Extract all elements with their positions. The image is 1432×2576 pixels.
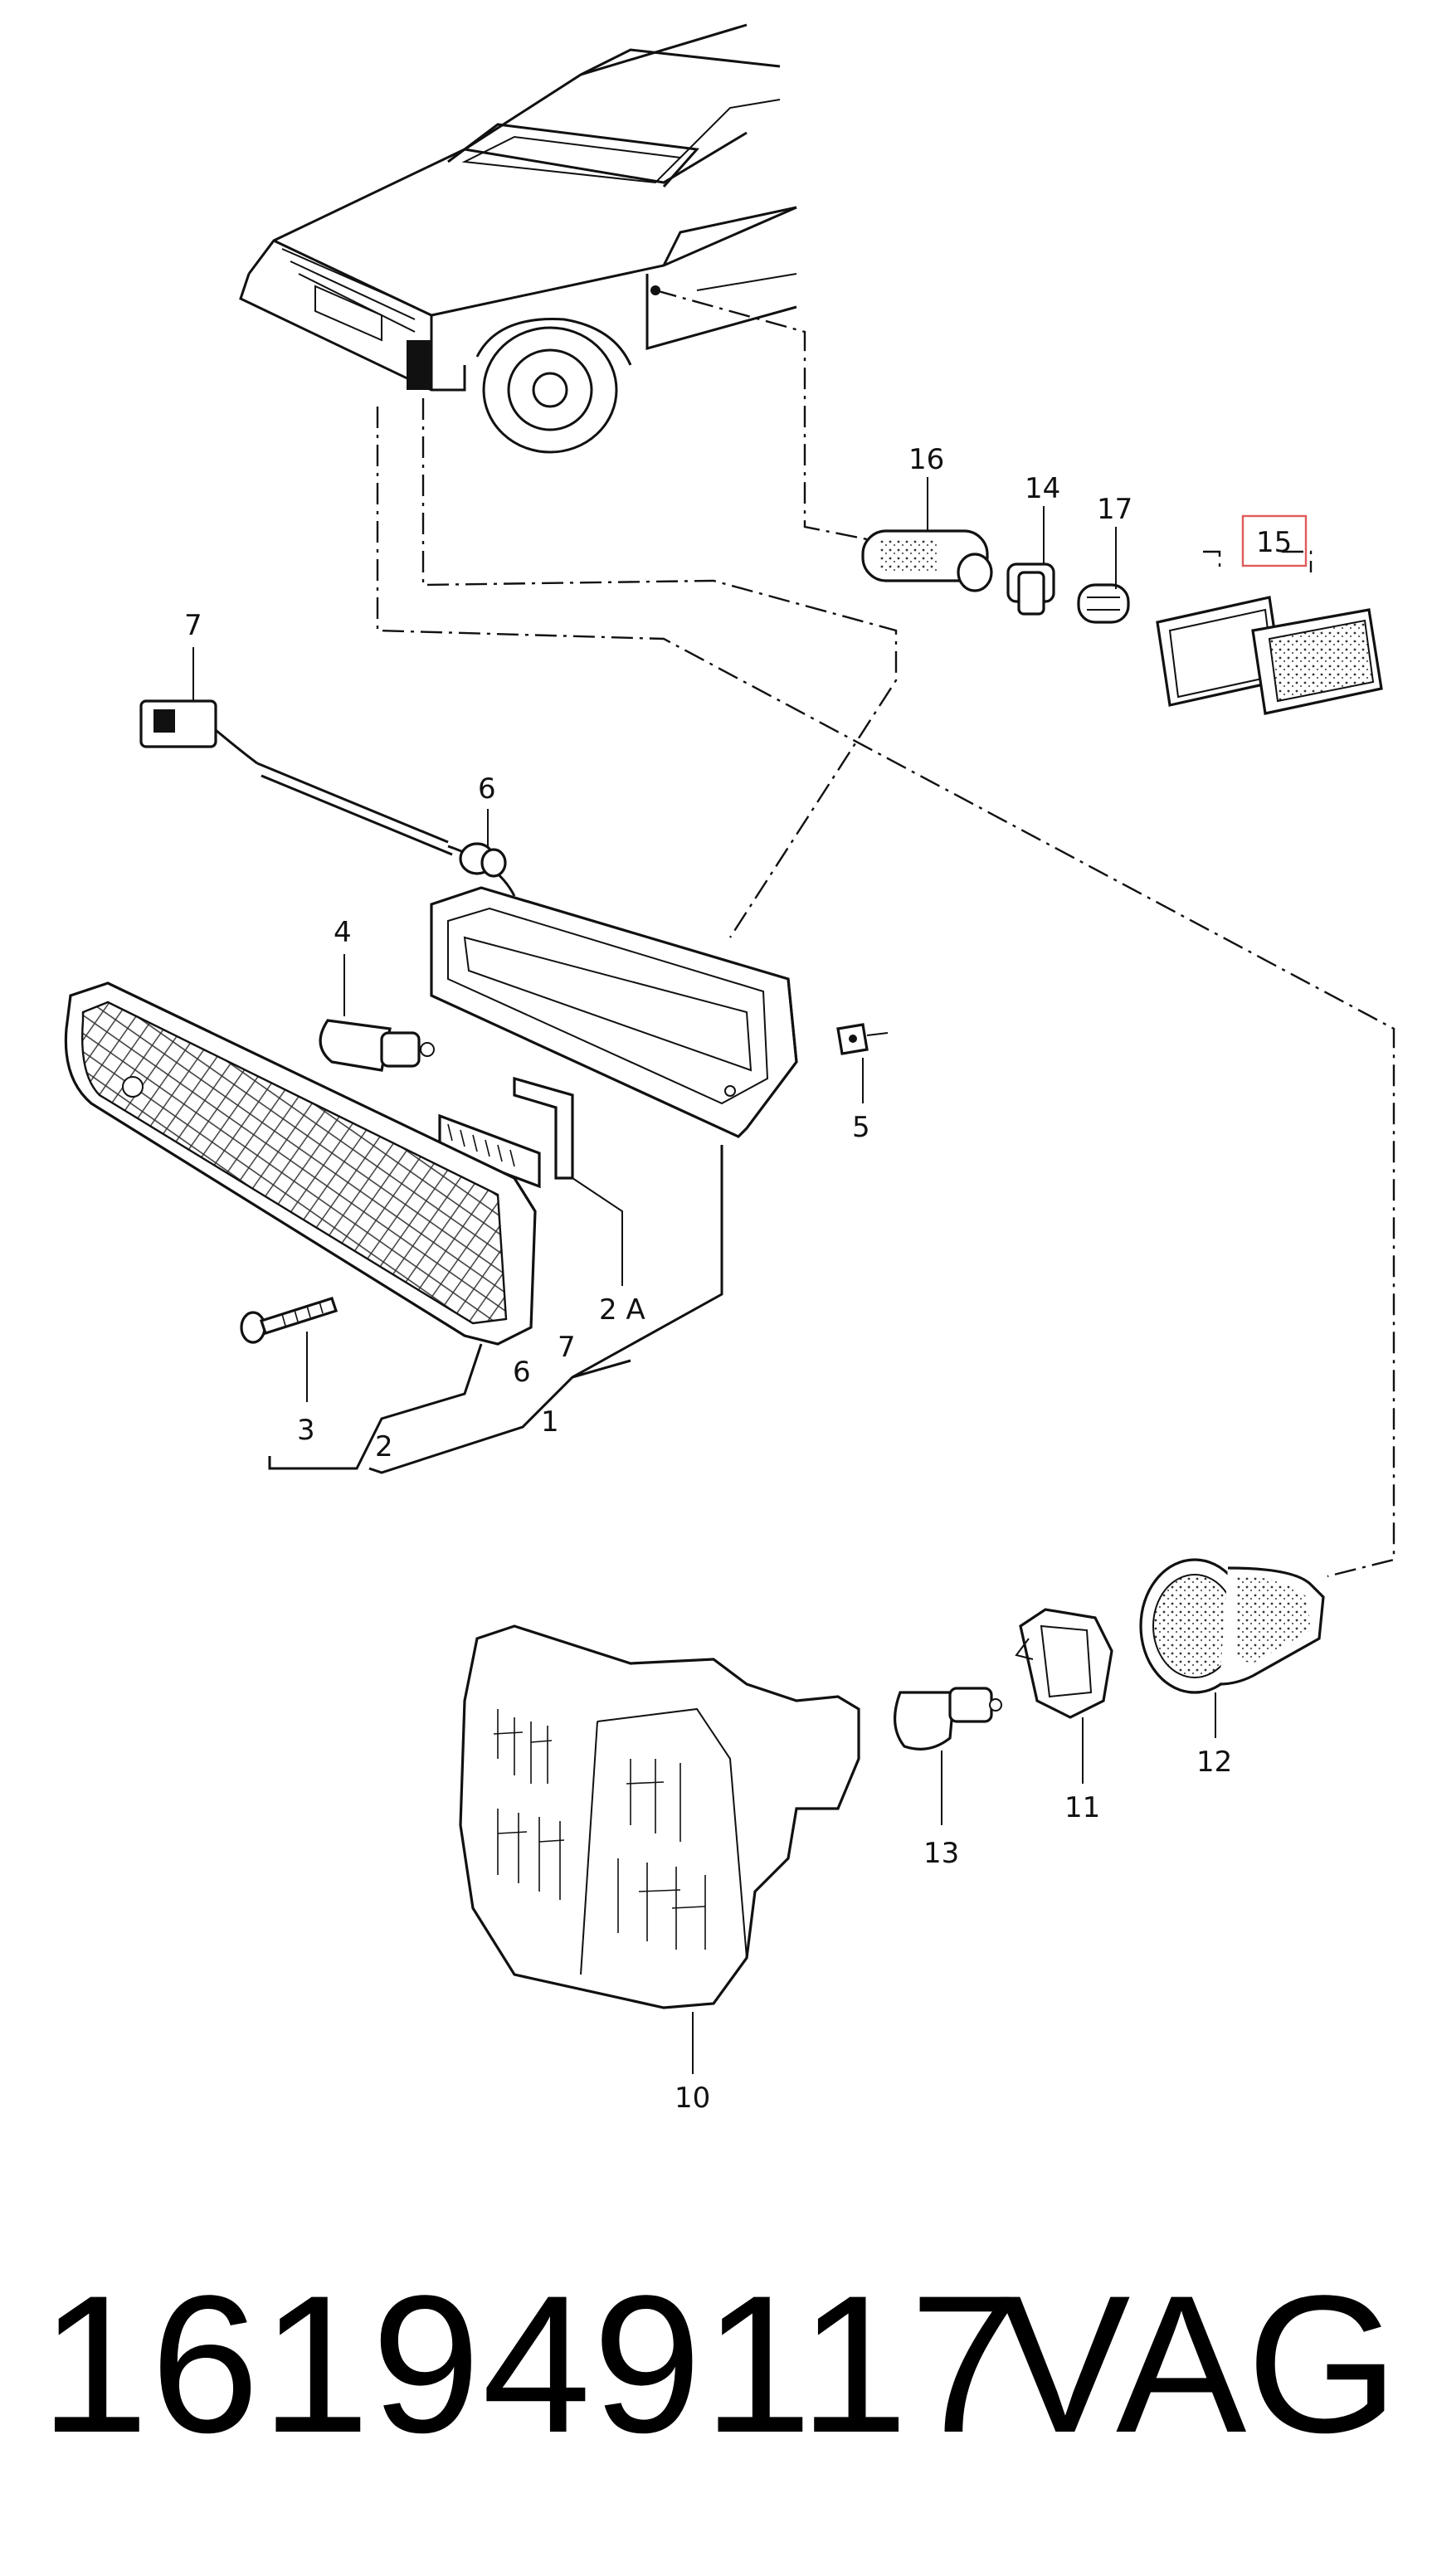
highlight-box-15 bbox=[1241, 514, 1308, 567]
part-2a-bracket bbox=[438, 1076, 574, 1189]
part-14-socket bbox=[1006, 562, 1055, 616]
callout-3: 3 bbox=[297, 1414, 315, 1447]
part-7-connector-wire bbox=[139, 699, 516, 897]
part-4-bulb bbox=[319, 1019, 435, 1072]
car-illustration bbox=[239, 23, 797, 454]
callout-14: 14 bbox=[1025, 472, 1060, 505]
part-1-lamp-housing bbox=[430, 886, 798, 1138]
callout-17: 17 bbox=[1097, 493, 1132, 526]
callout-4: 4 bbox=[334, 916, 352, 949]
callout-7: 7 bbox=[184, 609, 202, 642]
part-17-wedge-bulb bbox=[1077, 583, 1130, 624]
part-number: 161949117 bbox=[40, 2255, 1020, 2474]
callout-10: 10 bbox=[675, 2082, 710, 2115]
part-2-lens-grille bbox=[64, 981, 537, 1346]
callout-6b: 6 bbox=[513, 1356, 531, 1389]
callout-2: 2 bbox=[375, 1430, 393, 1463]
callout-7b: 7 bbox=[558, 1331, 576, 1364]
part-5-clip bbox=[836, 1023, 889, 1055]
part-3-screw bbox=[240, 1296, 339, 1344]
callout-1: 1 bbox=[541, 1405, 559, 1439]
callout-6: 6 bbox=[478, 772, 496, 806]
callout-12: 12 bbox=[1196, 1746, 1232, 1779]
footer: 161949117 VAG bbox=[0, 2240, 1432, 2489]
callout-2a: 2 A bbox=[599, 1293, 645, 1327]
callout-15: 15 bbox=[1256, 526, 1292, 559]
callout-11: 11 bbox=[1064, 1791, 1100, 1824]
callout-5: 5 bbox=[852, 1111, 870, 1144]
leader-lines bbox=[376, 289, 1395, 1578]
part-6-grommet bbox=[459, 842, 507, 878]
callout-leaders bbox=[192, 477, 1216, 2074]
part-11-bulb-holder bbox=[1015, 1608, 1113, 1719]
exploded-parts-diagram: 16 14 17 15 7 6 4 5 2 A 7 6 1 3 2 12 11 … bbox=[64, 23, 1395, 2115]
part-12-housing bbox=[1139, 1558, 1325, 1694]
callout-16: 16 bbox=[908, 443, 944, 476]
callout-13: 13 bbox=[923, 1837, 959, 1870]
brand-name: VAG bbox=[1000, 2255, 1399, 2474]
part-16-bulb-holder bbox=[861, 529, 993, 592]
part-13-bulb bbox=[893, 1687, 1002, 1751]
part-10-indicator-lamp bbox=[459, 1624, 860, 2009]
part-15-side-marker-lamp bbox=[1156, 596, 1383, 715]
